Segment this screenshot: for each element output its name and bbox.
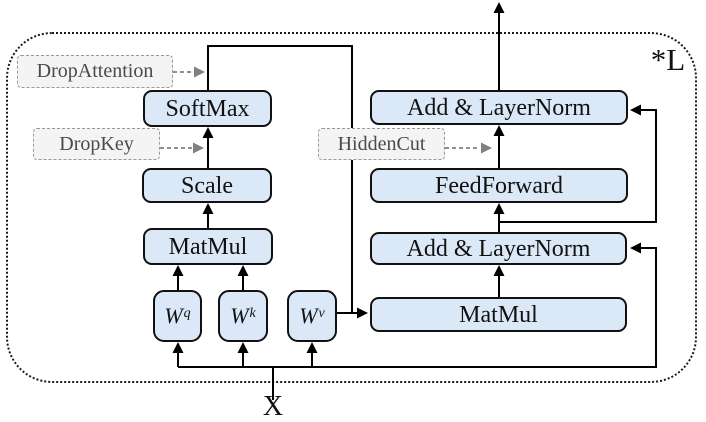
arrowhead-into-softmax (202, 127, 214, 138)
input-x-label: X (262, 391, 284, 422)
wire-residual-lower (178, 247, 657, 368)
wq-superscript: q (183, 306, 191, 321)
layer-boundary-dotted-border (6, 32, 697, 383)
arrowhead-into-ffn (493, 203, 505, 214)
arrowhead-q-into-matmul (172, 265, 184, 276)
value-matmul-block: MatMul (370, 297, 627, 332)
arrowhead-into-addln-bottom (493, 265, 505, 276)
add-layernorm-bottom-block: Add & LayerNorm (370, 232, 627, 265)
arrowhead-into-wq (172, 342, 184, 353)
arrowhead-into-value-matmul (357, 307, 368, 319)
layer-repeat-label: *L (650, 42, 686, 77)
annotation-arrowheads (193, 66, 492, 154)
wire-softmax-to-matmul (207, 45, 353, 313)
feedforward-block: FeedForward (370, 168, 628, 203)
add-layernorm-top-block: Add & LayerNorm (370, 90, 628, 125)
dropattention-annotation: DropAttention (17, 55, 173, 88)
arrowhead-into-scale (202, 203, 214, 214)
wq-base: W (164, 303, 183, 328)
wk-base: W (230, 303, 249, 328)
arrowhead-residual-lower (630, 242, 641, 254)
arrowhead-into-wv (306, 342, 318, 353)
arrowhead-dropattention (194, 66, 205, 78)
wv-base: W (299, 303, 318, 328)
wk-superscript: k (249, 306, 256, 321)
arrowhead-into-wk (237, 342, 249, 353)
arrowhead-dropkey (193, 142, 204, 154)
softmax-block: SoftMax (143, 90, 272, 127)
hiddencut-annotation: HiddenCut (318, 128, 445, 160)
arrowhead-residual-upper (630, 104, 641, 116)
wv-superscript: v (318, 306, 325, 321)
arrowhead-hiddencut (481, 142, 492, 154)
arrowhead-output (493, 2, 505, 13)
scale-block: Scale (142, 168, 272, 203)
arrowhead-into-addln-top (493, 125, 505, 136)
arrowhead-k-into-matmul (237, 265, 249, 276)
attention-matmul-block: MatMul (143, 228, 273, 265)
wire-residual-upper (499, 109, 657, 223)
dropkey-annotation: DropKey (33, 128, 160, 160)
signal-arrowheads (172, 2, 641, 353)
annotation-wires (160, 71, 480, 149)
